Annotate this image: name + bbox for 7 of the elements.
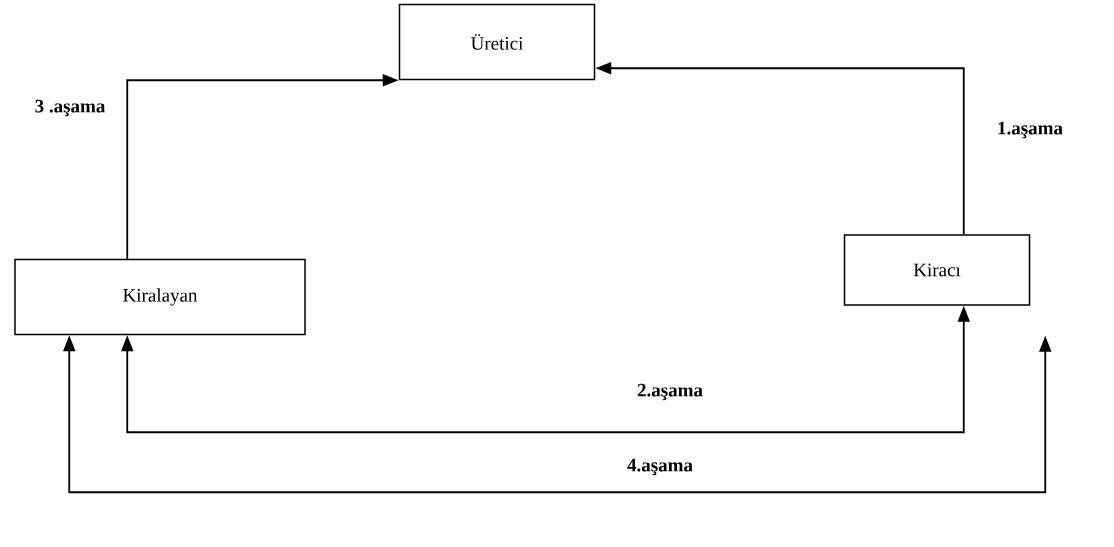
edge-label: 4.aşama (626, 457, 694, 477)
process-box: Kiralayan (14, 258, 306, 336)
edge-label: 3 .aşama (33, 98, 107, 118)
edge-label: 1.aşama (996, 120, 1064, 140)
edge-label: 2.aşama (636, 382, 704, 402)
process-box: Üretici (398, 3, 596, 81)
process-box: Kiracı (843, 234, 1031, 306)
